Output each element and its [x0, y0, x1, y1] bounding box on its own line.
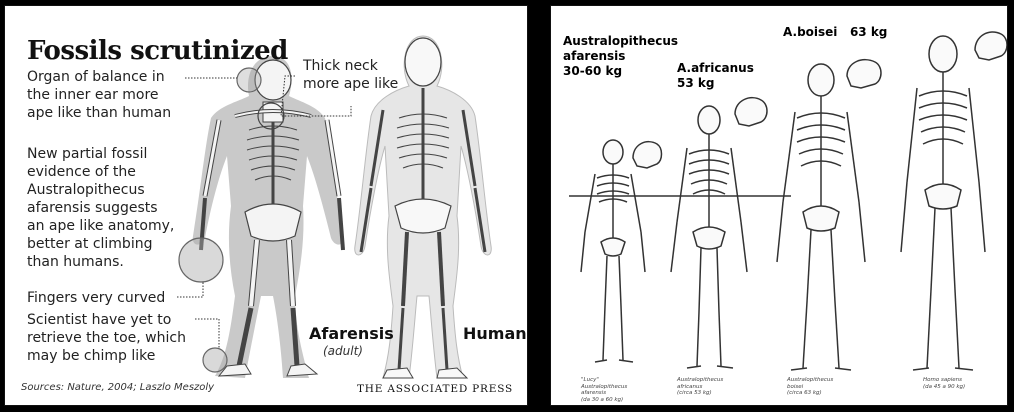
africanus-caption: Australopithecus africanus (circa 53 kg) [677, 377, 723, 397]
boisei-skull-icon [847, 60, 881, 88]
afarensis-weight-label: Australopithecus afarensis 30-60 kg [563, 34, 678, 79]
lucy-skeleton [581, 140, 645, 362]
boisei-caption: Australopithecus boisei (circa 63 kg) [787, 377, 833, 397]
inner-ear-note: Organ of balance in the inner ear more a… [27, 68, 171, 122]
evidence-note: New partial fossil evidence of the Austr… [27, 145, 174, 271]
associated-press-credit: THE ASSOCIATED PRESS [357, 383, 513, 395]
homo-sapiens-caption: Homo sapiens (da 45 a 90 kg) [923, 377, 965, 390]
afarensis-sublabel: (adult) [323, 344, 363, 358]
fingers-note: Fingers very curved [27, 289, 165, 307]
toe-note: Scientist have yet to retrieve the toe, … [27, 311, 186, 365]
lucy-caption: "Lucy" Australopithecus afarensis (da 30… [581, 377, 627, 403]
homo-sapiens-skull-icon [975, 32, 1007, 60]
lucy-skull-icon [633, 142, 662, 168]
toe-highlight [203, 348, 227, 372]
inner-ear-highlight [237, 68, 261, 92]
neck-note: Thick neck more ape like [303, 57, 398, 93]
hominid-comparison-panel: Australopithecus afarensis 30-60 kg A.af… [550, 5, 1008, 406]
africanus-skeleton [671, 106, 747, 368]
africanus-weight-label: A.africanus 53 kg [677, 61, 754, 91]
afarensis-label: Afarensis [309, 324, 394, 343]
fingers-highlight [179, 238, 223, 282]
human-label: Human [463, 324, 527, 343]
fossils-infographic-panel: Fossils scrutinized Organ of balance in … [4, 5, 528, 406]
infographic-title: Fossils scrutinized [27, 36, 288, 66]
africanus-skull-icon [735, 98, 767, 126]
boisei-skeleton [777, 64, 865, 370]
sources-credit: Sources: Nature, 2004; Laszlo Meszoly [21, 382, 214, 393]
boisei-weight-label: A.boisei 63 kg [783, 25, 887, 40]
homo-sapiens-skeleton [901, 36, 985, 370]
